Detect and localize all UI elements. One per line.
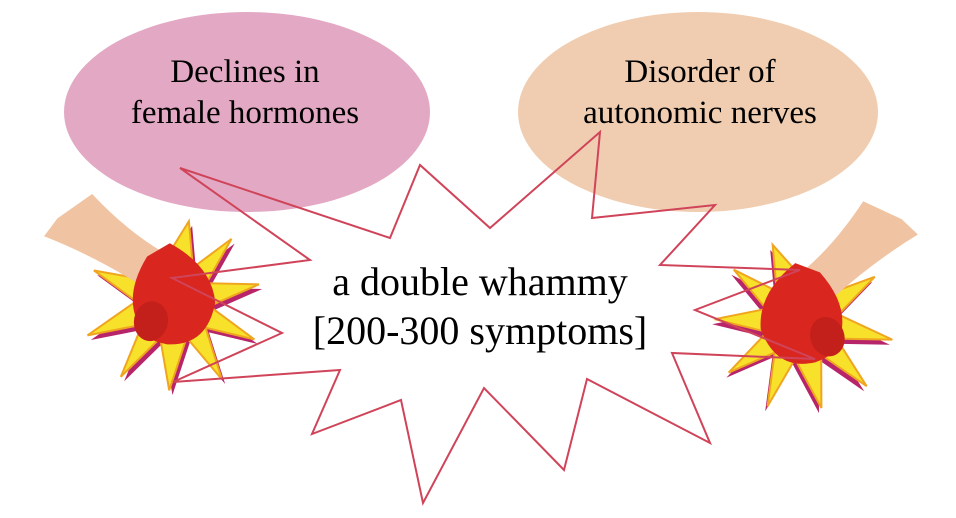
right-fist-icon xyxy=(684,186,956,440)
bubble-right-label: Disorder of autonomic nerves xyxy=(530,52,870,135)
bubble-left xyxy=(64,12,430,212)
bubble-right-line2: autonomic nerves xyxy=(583,95,817,132)
bubble-left-label: Declines in female hormones xyxy=(80,52,410,135)
bubble-left-line2: female hormones xyxy=(130,95,360,132)
bubble-left-line1: Declines in xyxy=(170,54,320,90)
center-line1: a double whammy xyxy=(332,259,628,304)
center-line2: [200-300 symptoms] xyxy=(312,307,648,353)
bubble-right xyxy=(518,12,878,212)
center-label: a double whammy [200-300 symptoms] xyxy=(240,258,720,356)
bubble-right-line1: Disorder of xyxy=(624,54,776,90)
starburst-callout xyxy=(168,129,816,506)
